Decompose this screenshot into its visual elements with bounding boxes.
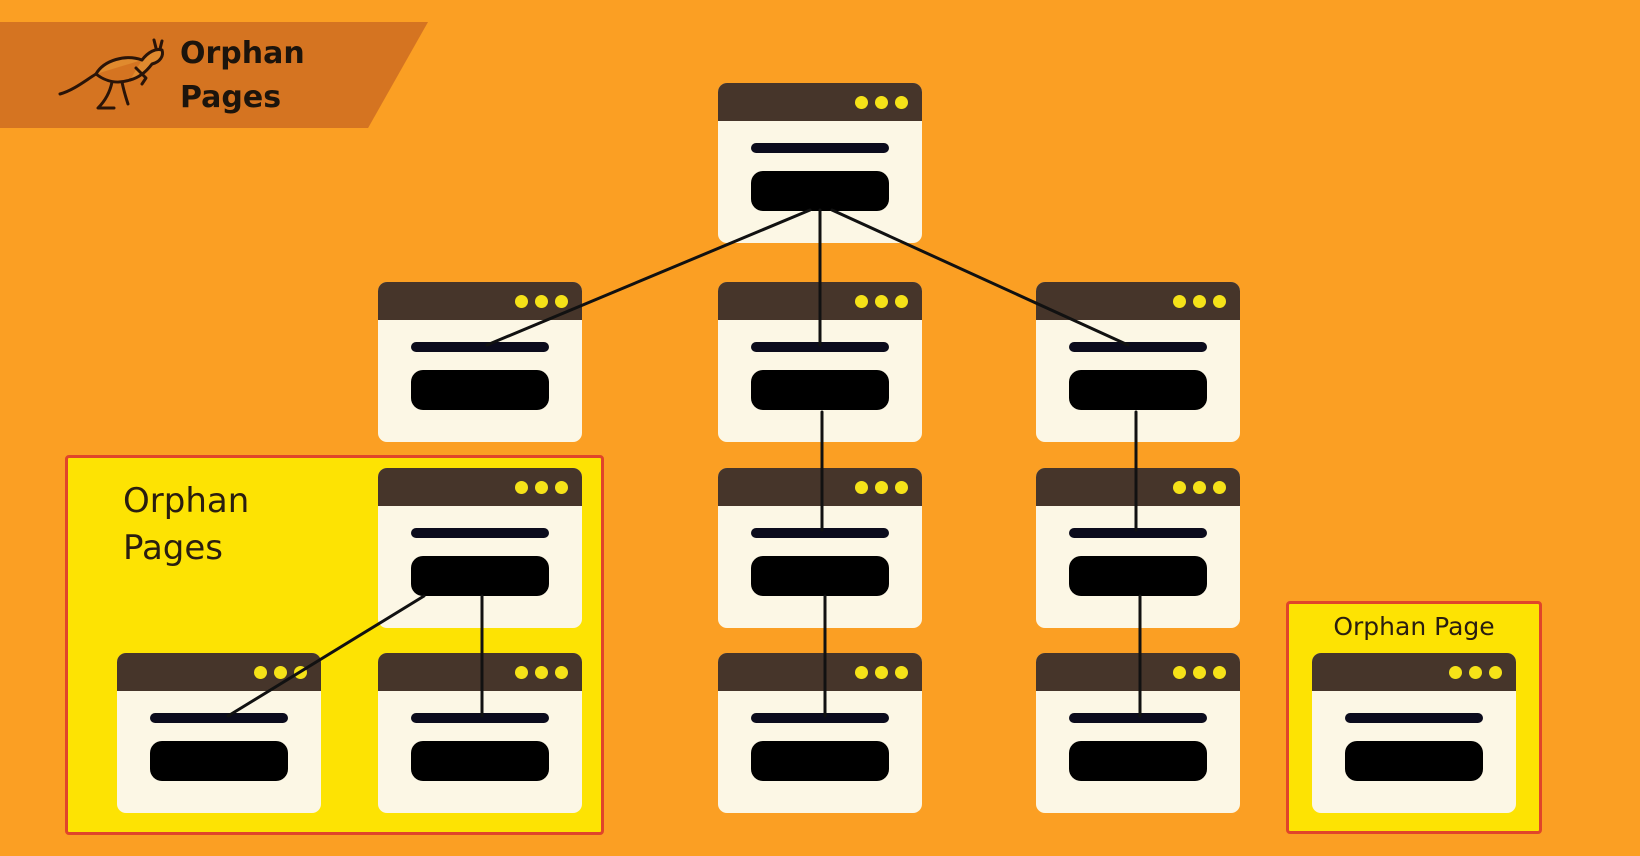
title-line-1: Orphan <box>180 36 305 71</box>
text-line <box>1069 528 1207 538</box>
window-dot-icon <box>1193 295 1206 308</box>
page-node <box>378 468 582 628</box>
window-dot-icon <box>274 666 287 679</box>
browser-header <box>718 83 922 121</box>
window-dot-icon <box>895 481 908 494</box>
window-dot-icon <box>895 295 908 308</box>
content-block <box>751 171 889 211</box>
window-dot-icon <box>1173 481 1186 494</box>
text-line <box>1345 713 1483 723</box>
text-line <box>411 528 549 538</box>
page-node <box>1036 282 1240 442</box>
window-dot-icon <box>875 481 888 494</box>
window-dot-icon <box>515 481 528 494</box>
text-line <box>751 713 889 723</box>
page-node <box>117 653 321 813</box>
page-node <box>1312 653 1516 813</box>
content-block <box>751 741 889 781</box>
window-dot-icon <box>1213 666 1226 679</box>
window-dot-icon <box>855 666 868 679</box>
window-dot-icon <box>875 295 888 308</box>
page-node <box>378 653 582 813</box>
browser-header <box>718 653 922 691</box>
window-dot-icon <box>1193 666 1206 679</box>
kangaroo-icon <box>58 38 164 110</box>
browser-header <box>1036 653 1240 691</box>
page-node <box>718 83 922 243</box>
orphan-label-line-1: Orphan <box>123 481 250 521</box>
text-line <box>751 528 889 538</box>
browser-header <box>378 282 582 320</box>
window-dot-icon <box>1489 666 1502 679</box>
window-dot-icon <box>1469 666 1482 679</box>
text-line <box>150 713 288 723</box>
window-dot-icon <box>1193 481 1206 494</box>
window-dot-icon <box>895 666 908 679</box>
window-dot-icon <box>535 295 548 308</box>
browser-header <box>1036 282 1240 320</box>
window-dot-icon <box>294 666 307 679</box>
content-block <box>1345 741 1483 781</box>
window-dot-icon <box>875 96 888 109</box>
browser-header <box>1036 468 1240 506</box>
orphan-label-line-2: Pages <box>123 528 224 568</box>
page-node <box>1036 468 1240 628</box>
text-line <box>751 342 889 352</box>
window-dot-icon <box>515 666 528 679</box>
browser-header <box>718 282 922 320</box>
page-title: Orphan Pages <box>180 32 380 120</box>
browser-header <box>1312 653 1516 691</box>
window-dot-icon <box>254 666 267 679</box>
content-block <box>411 370 549 410</box>
window-dot-icon <box>1173 666 1186 679</box>
window-dot-icon <box>1173 295 1186 308</box>
window-dot-icon <box>1449 666 1462 679</box>
window-dot-icon <box>535 481 548 494</box>
window-dot-icon <box>555 481 568 494</box>
content-block <box>411 556 549 596</box>
window-dot-icon <box>855 481 868 494</box>
window-dot-icon <box>895 96 908 109</box>
page-node <box>718 468 922 628</box>
content-block <box>1069 741 1207 781</box>
window-dot-icon <box>515 295 528 308</box>
content-block <box>1069 556 1207 596</box>
browser-header <box>378 468 582 506</box>
orphan-page-label: Orphan Page <box>1333 612 1495 641</box>
page-node <box>718 282 922 442</box>
text-line <box>751 143 889 153</box>
browser-header <box>718 468 922 506</box>
orphan-group-label: Orphan Pages <box>123 478 323 572</box>
text-line <box>411 713 549 723</box>
text-line <box>1069 713 1207 723</box>
window-dot-icon <box>855 96 868 109</box>
window-dot-icon <box>555 666 568 679</box>
page-node <box>378 282 582 442</box>
window-dot-icon <box>855 295 868 308</box>
content-block <box>751 556 889 596</box>
header-banner <box>0 22 428 128</box>
window-dot-icon <box>875 666 888 679</box>
browser-header <box>117 653 321 691</box>
content-block <box>411 741 549 781</box>
title-line-2: Pages <box>180 80 282 115</box>
browser-header <box>378 653 582 691</box>
window-dot-icon <box>555 295 568 308</box>
content-block <box>751 370 889 410</box>
content-block <box>150 741 288 781</box>
text-line <box>411 342 549 352</box>
page-node <box>718 653 922 813</box>
page-node <box>1036 653 1240 813</box>
content-block <box>1069 370 1207 410</box>
window-dot-icon <box>1213 295 1226 308</box>
window-dot-icon <box>1213 481 1226 494</box>
window-dot-icon <box>535 666 548 679</box>
text-line <box>1069 342 1207 352</box>
